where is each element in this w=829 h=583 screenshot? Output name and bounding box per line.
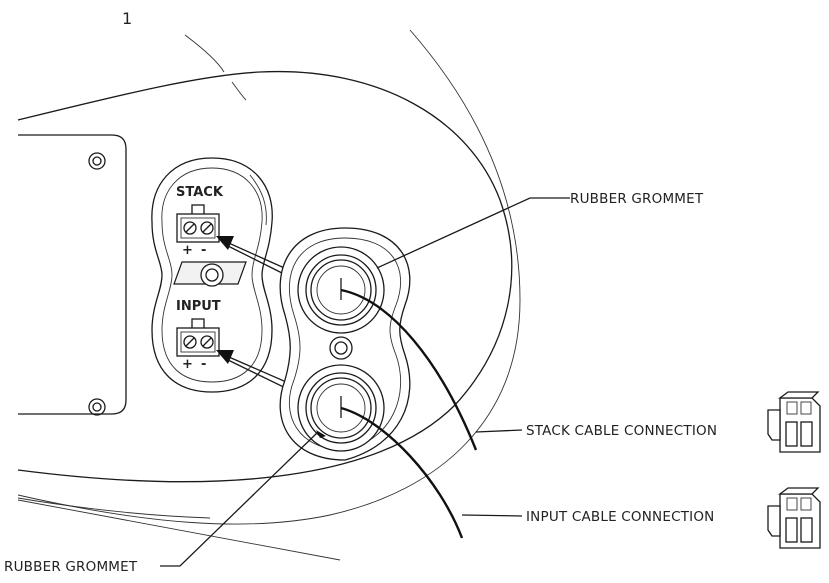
input-cable: [340, 406, 464, 539]
input-label: INPUT: [176, 299, 221, 314]
callout-stack-cable: STACK CABLE CONNECTION: [526, 423, 717, 439]
stack-label: STACK: [176, 185, 224, 200]
cabinet-outline: [17, 29, 521, 561]
input-plus: +: [182, 357, 193, 372]
cables: [340, 278, 478, 539]
stack-plus: +: [182, 243, 193, 258]
center-fastener: [173, 261, 247, 287]
stack-terminal-block: STACK + -: [176, 185, 224, 258]
figure-number: 1: [122, 9, 132, 28]
leader-input-cable: [461, 514, 523, 517]
stack-cable: [340, 288, 478, 451]
callout-rubber-grommet-top: RUBBER GROMMET: [570, 191, 704, 207]
input-terminal-block: INPUT + -: [176, 299, 221, 372]
center-screw: [329, 336, 353, 360]
mounting-plate: [18, 134, 127, 416]
callout-rubber-grommet-bottom: RUBBER GROMMET: [4, 559, 138, 575]
input-minus: -: [201, 357, 206, 372]
center-screw-inner: [334, 341, 348, 355]
callout-input-cable: INPUT CABLE CONNECTION: [526, 509, 714, 525]
stack-minus: -: [201, 243, 206, 258]
leader-rubber-grommet-top: [376, 197, 570, 269]
leader-rubber-grommet-bottom: [160, 431, 319, 567]
stack-plug-connector: [767, 391, 821, 453]
leader-stack-cable: [475, 429, 523, 433]
input-plug-connector: [767, 487, 821, 549]
leader-lines: [160, 197, 570, 567]
